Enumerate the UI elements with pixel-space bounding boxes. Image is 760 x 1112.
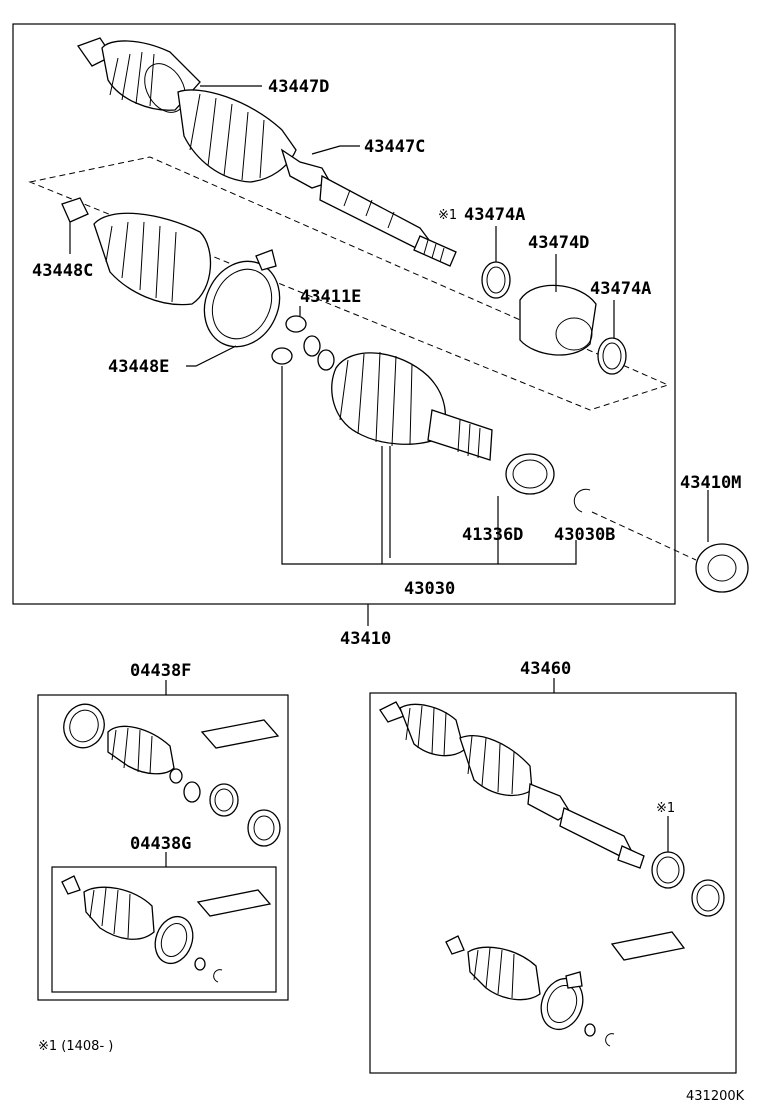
label-43474a-top-mark: ※1 — [438, 208, 457, 223]
label-43030b: 43030B — [554, 525, 615, 545]
clamp-band — [203, 249, 281, 348]
label-43460-mark: ※1 — [656, 801, 675, 816]
drive-shaft-outboard-assembly — [76, 37, 457, 267]
boot-kit-outer-parts — [63, 703, 281, 847]
label-43474a-top: 43474A — [464, 205, 525, 225]
dynamic-damper-43474d — [519, 284, 597, 356]
label-43030: 43030 — [404, 579, 455, 599]
snap-ring-43030b — [573, 488, 591, 513]
label-43410m: 43410M — [680, 473, 741, 493]
shaft-assembly-frame-43460 — [369, 692, 737, 1074]
boot-kit-inner-parts — [61, 875, 272, 983]
label-43448c: 43448C — [32, 261, 93, 281]
label-43410: 43410 — [340, 629, 391, 649]
label-04438f: 04438F — [130, 661, 191, 681]
label-43448e: 43448E — [108, 357, 169, 377]
bearing-dashed-leader — [591, 511, 697, 561]
boot-kit-frame-04438f — [37, 694, 289, 1001]
label-43474d: 43474D — [528, 233, 589, 253]
label-43474a-right: 43474A — [590, 279, 651, 299]
tripod-joint — [271, 315, 335, 371]
boot-kit-frame-04438g — [51, 866, 277, 993]
shaft-assembly-43460-parts — [379, 701, 725, 1047]
label-43460: 43460 — [520, 659, 571, 679]
footnote: ※1 (1408- ) — [38, 1039, 113, 1054]
main-assembly-frame — [12, 23, 676, 605]
label-41336d: 41336D — [462, 525, 523, 545]
label-43447c: 43447C — [364, 137, 425, 157]
label-04438g: 04438G — [130, 834, 191, 854]
label-43411e: 43411E — [300, 287, 361, 307]
diagram-reference-code: 431200K — [686, 1089, 745, 1104]
outer-joint-housing — [331, 351, 493, 461]
boot-inner — [61, 197, 212, 306]
label-43447d: 43447D — [268, 77, 329, 97]
bearing-43410m — [695, 543, 749, 593]
inner-dashed-region — [28, 156, 670, 411]
